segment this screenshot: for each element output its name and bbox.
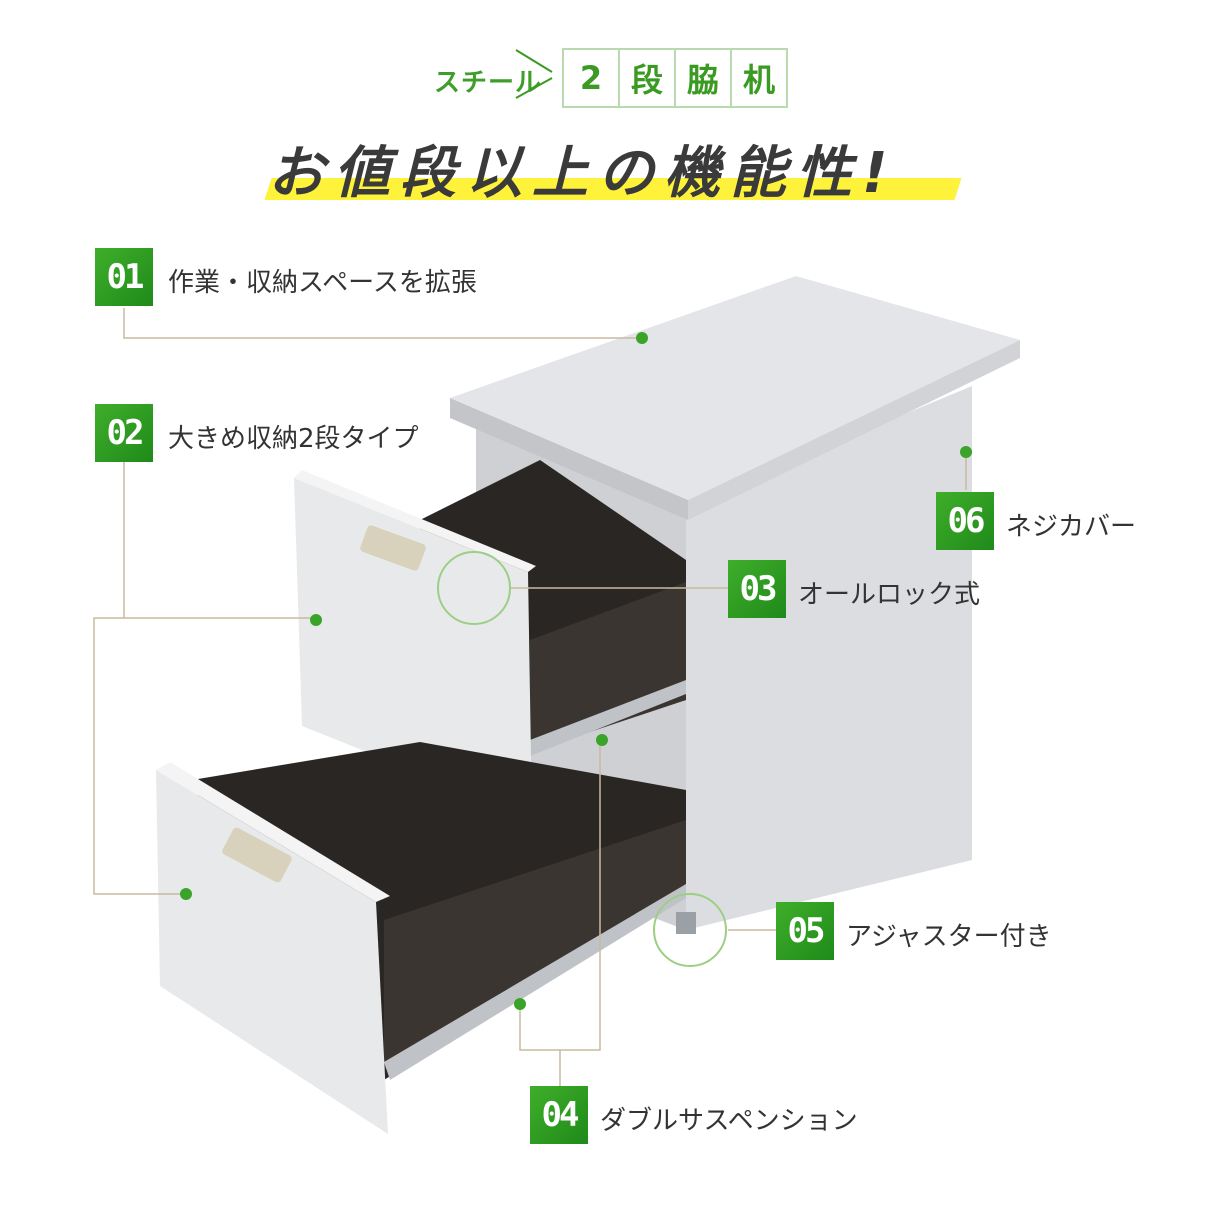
feature-badge-05: 05 [776,902,834,960]
cabinet-side [686,386,972,930]
lower-drawer-handle [222,827,292,883]
headline: お値段以上の機能性! [268,141,898,206]
feature-badge-02: 02 [95,404,153,462]
feature-badge-03: 03 [728,560,786,618]
upper-drawer-front [294,478,532,818]
product-type-box: 2 段 脇 机 [562,48,788,108]
adjuster-callout-circle [653,893,727,967]
feature-badge-04: 04 [530,1086,588,1144]
desk-top [450,276,1020,500]
feature-badge-01: 01 [95,248,153,306]
product-type-char: 2 [564,50,620,106]
feature-label-03: オールロック式 [798,580,981,610]
product-type-char: 脇 [676,50,732,106]
feature-label-05: アジャスター付き [846,922,1052,952]
header-slash-decoration [515,49,553,99]
upper-drawer-handle [360,525,426,571]
feature-label-06: ネジカバー [1006,512,1137,542]
feature-label-02: 大きめ収納2段タイプ [168,424,419,454]
feature-badge-06: 06 [936,492,994,550]
lower-drawer-front [156,770,388,1134]
lock-callout-circle [437,551,511,625]
feature-label-01: 作業・収納スペースを拡張 [168,268,477,298]
feature-label-04: ダブルサスペンション [600,1106,858,1136]
product-type-char: 机 [742,61,775,99]
product-type-char: 段 [620,50,676,106]
